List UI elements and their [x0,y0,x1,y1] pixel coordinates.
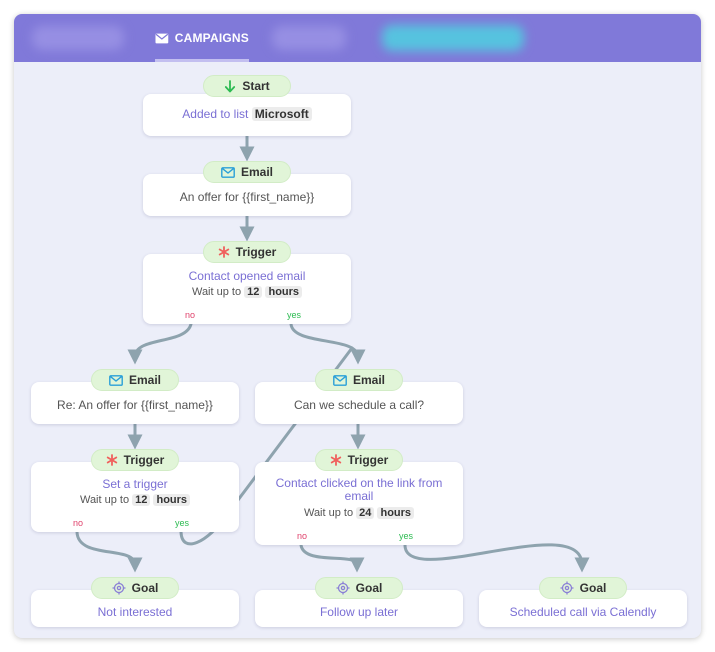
trigger-pill-3-label: Trigger [347,453,389,467]
yes-branch-label: yes [175,518,190,528]
trigger-pill-3: Trigger [315,449,403,471]
goal-pill-1-label: Goal [131,581,159,595]
target-icon [112,581,126,595]
start-node[interactable]: Added to list Microsoft [143,94,351,136]
email-node-1-subject: An offer for {{first_name}} [179,190,315,204]
email-pill-1: Email [203,161,291,183]
wait-prefix: Wait up to [191,286,242,298]
start-pill-label: Start [242,79,270,93]
no-branch-label: no [185,310,196,320]
trigger-node-1-wait: Wait up to 12 hours [143,286,351,298]
trigger-node-2-title: Set a trigger [102,477,168,491]
wait-unit-badge: hours [265,286,303,298]
wait-unit-badge: hours [153,494,191,506]
active-tab-underline [155,59,249,62]
envelope-icon [109,374,123,386]
no-branch-label: no [297,531,308,541]
trigger-pill-2-label: Trigger [123,453,165,467]
asterisk-icon [218,246,229,258]
envelope-icon [155,33,169,43]
trigger-node-1-title: Contact opened email [188,269,306,283]
email-pill-3-label: Email [352,373,385,387]
target-icon [336,581,350,595]
list-name-badge: Microsoft [251,107,312,121]
trigger-pill-1: Trigger [203,241,291,263]
goal-pill-3: Goal [539,577,627,599]
goal-pill-1: Goal [91,577,179,599]
asterisk-icon [330,454,341,466]
email-pill-2-label: Email [128,373,161,387]
goal-node-1[interactable]: Not interested [31,590,239,627]
goal-node-1-text: Not interested [97,605,173,619]
trigger-node-3-wait: Wait up to 24 hours [255,507,463,519]
trigger-pill-1-label: Trigger [235,245,277,259]
start-pill: Start [203,75,291,97]
trigger-pill-2: Trigger [91,449,179,471]
email-pill-2: Email [91,369,179,391]
wait-prefix: Wait up to [303,507,354,519]
start-node-text: Added to list [182,107,249,121]
envelope-icon [221,166,235,178]
goal-pill-3-label: Goal [579,581,607,595]
email-pill-1-label: Email [240,165,273,179]
email-node-2-subject: Re: An offer for {{first_name}} [57,398,213,412]
target-icon [560,581,574,595]
goal-node-2-text: Follow up later [319,605,399,619]
goal-pill-2-label: Goal [355,581,383,595]
trigger-node-1[interactable]: Contact opened email Wait up to 12 hours [143,254,351,324]
wait-prefix: Wait up to [79,494,130,506]
trigger-node-2[interactable]: Set a trigger Wait up to 12 hours [31,462,239,532]
top-navigation-bar: CAMPAIGNS [14,14,701,62]
wait-unit-badge: hours [377,507,415,519]
wait-number-badge: 12 [244,286,263,298]
no-branch-label: no [73,518,84,528]
nav-button-blurred[interactable] [382,25,524,51]
email-node-3-subject: Can we schedule a call? [293,398,425,412]
trigger-node-2-wait: Wait up to 12 hours [31,494,239,506]
email-pill-3: Email [315,369,403,391]
envelope-icon [333,374,347,386]
tab-campaigns[interactable]: CAMPAIGNS [155,14,249,62]
trigger-node-3-title: Contact clicked on the link from email [275,476,443,503]
yes-branch-label: yes [399,531,414,541]
tab-campaigns-label: CAMPAIGNS [174,31,249,45]
yes-branch-label: yes [287,310,302,320]
nav-tab-blurred[interactable] [272,26,346,50]
asterisk-icon [106,454,117,466]
wait-number-badge: 12 [132,494,151,506]
goal-pill-2: Goal [315,577,403,599]
trigger-node-3[interactable]: Contact clicked on the link from email W… [255,462,463,545]
arrow-down-icon [225,79,236,92]
goal-node-3-text: Scheduled call via Calendly [509,605,657,619]
wait-number-badge: 24 [356,507,375,519]
nav-tab-blurred[interactable] [32,26,124,50]
